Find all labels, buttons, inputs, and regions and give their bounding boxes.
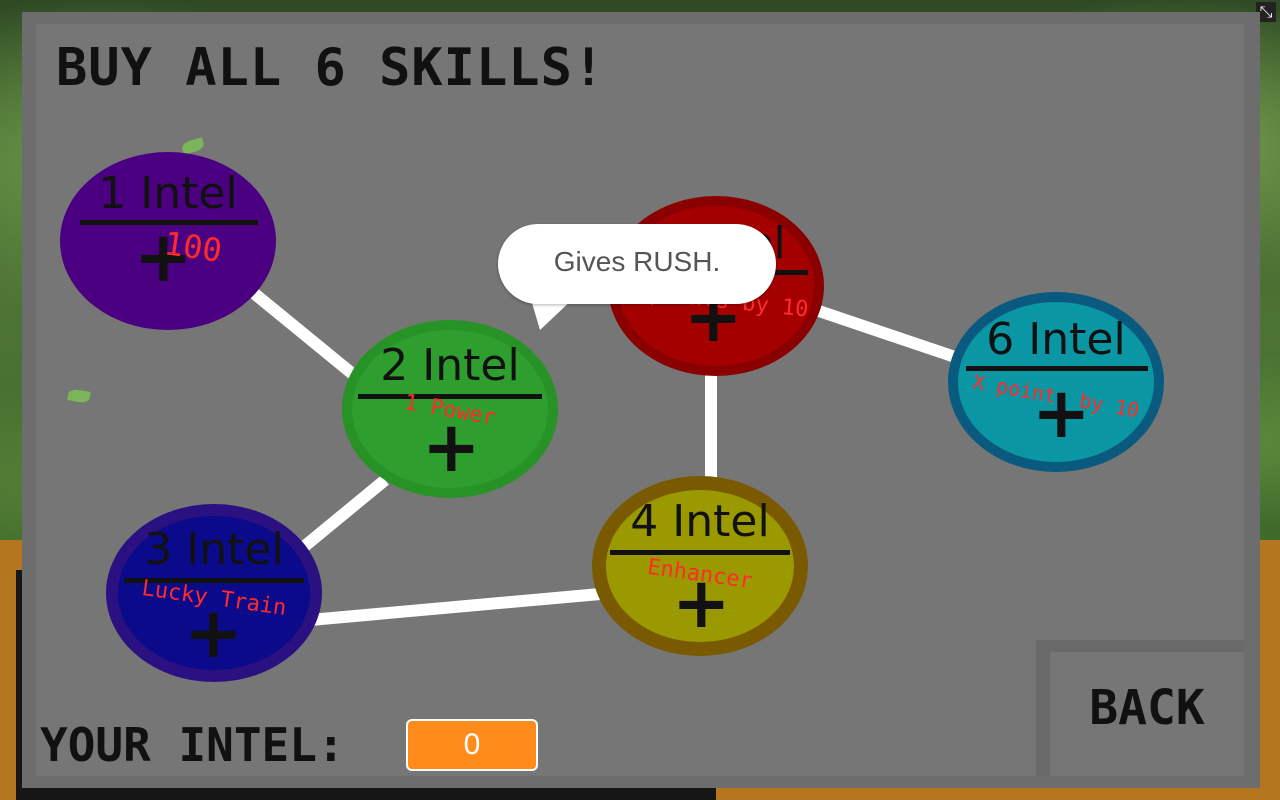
skill-node-4[interactable]: 4 Intel Enhancer + (592, 476, 808, 656)
cost-underline (358, 394, 542, 399)
back-button[interactable]: BACK (1050, 652, 1244, 776)
plus-icon: + (134, 216, 193, 298)
skill-node-1[interactable]: 1 Intel + 100 (60, 152, 276, 330)
cost-underline (124, 578, 304, 583)
connector-5-6 (814, 304, 957, 363)
connector-3-4 (309, 588, 601, 626)
exit-fullscreen-icon[interactable]: ⤡ (1256, 2, 1276, 22)
skill-cost: 4 Intel (630, 496, 770, 547)
tooltip-text: Gives RUSH. (553, 246, 721, 277)
skill-node-2[interactable]: 2 Intel 1 Power + (342, 320, 558, 498)
connector-1-2 (246, 285, 364, 385)
cost-underline (610, 550, 790, 555)
cost-underline (80, 220, 258, 225)
skill-node-6[interactable]: 6 Intel X points by 10 + (948, 292, 1164, 472)
cost-underline (966, 366, 1148, 371)
connector-2-3 (296, 475, 389, 555)
plus-icon: + (1032, 372, 1091, 454)
plus-icon: + (422, 406, 481, 488)
skill-cost: 3 Intel (144, 524, 284, 575)
plus-icon: + (184, 592, 243, 674)
skill-cost: 6 Intel (986, 314, 1126, 365)
skill-tooltip: Gives RUSH. (498, 224, 776, 304)
intel-counter: 0 (406, 719, 538, 771)
intel-label: YOUR INTEL: (40, 718, 345, 772)
skill-cost: 2 Intel (380, 340, 520, 391)
skill-node-3[interactable]: 3 Intel Lucky Train + (106, 504, 322, 682)
page-title: BUY ALL 6 SKILLS! (56, 38, 606, 98)
skill-cost: 1 Intel (98, 168, 238, 219)
plus-icon: + (672, 562, 731, 644)
